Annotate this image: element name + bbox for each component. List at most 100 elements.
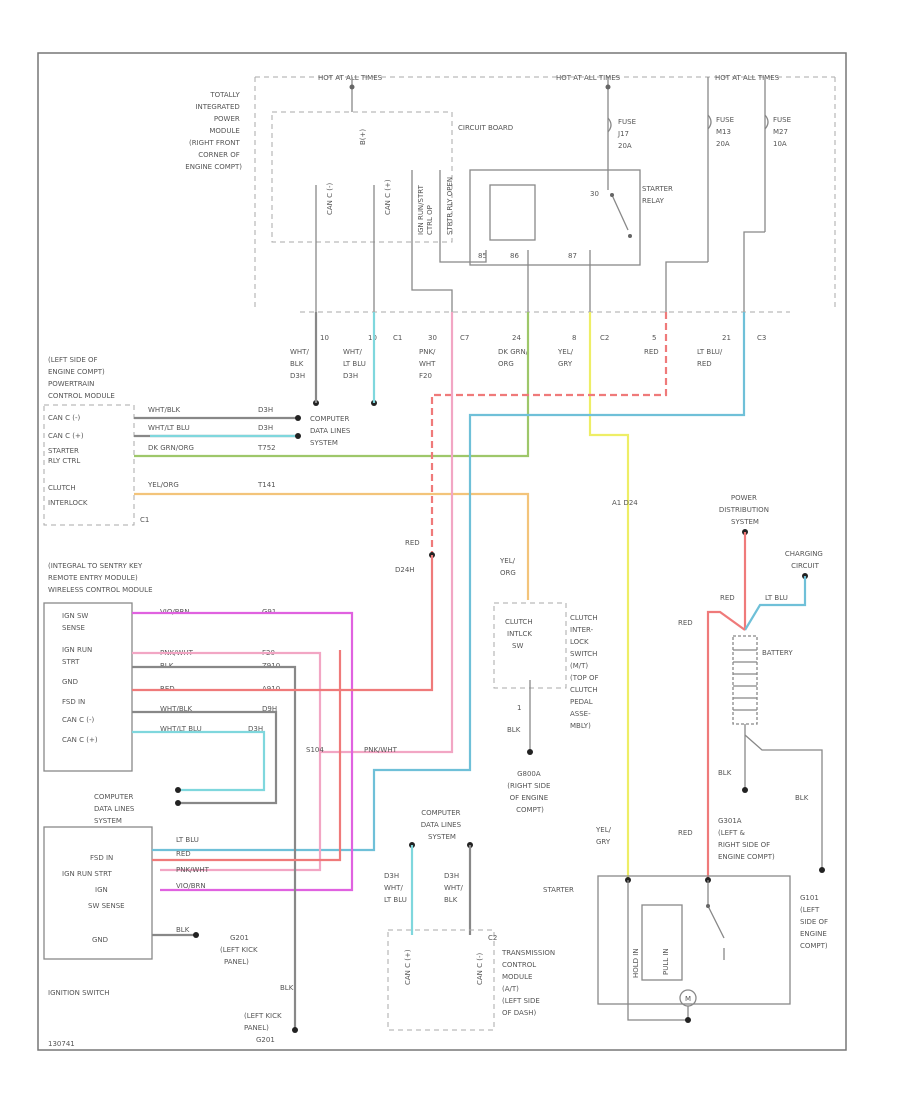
svg-text:30: 30: [590, 190, 599, 198]
svg-text:CAN C (-): CAN C (-): [326, 182, 334, 215]
svg-text:DK GRN/ORG: DK GRN/ORG: [498, 348, 529, 368]
svg-text:STRT: STRT: [62, 658, 80, 666]
svg-text:PNK/WHT: PNK/WHT: [364, 746, 398, 754]
svg-text:RED: RED: [405, 539, 420, 547]
svg-text:FSD IN: FSD IN: [62, 698, 85, 706]
svg-text:GND: GND: [62, 678, 78, 686]
svg-text:D3H: D3H: [258, 406, 273, 414]
svg-text:WHT/BLK: WHT/BLK: [160, 705, 193, 713]
svg-text:LT BLU: LT BLU: [765, 594, 788, 602]
starter-motor: YEL/GRY STARTER HOLD IN PULL IN M: [543, 826, 791, 1023]
svg-text:IGN RUN/STRT: IGN RUN/STRT: [417, 184, 425, 235]
svg-text:1: 1: [517, 704, 521, 712]
svg-text:85: 85: [478, 252, 487, 260]
svg-text:PNK/WHT: PNK/WHT: [176, 866, 210, 874]
tcm-header: COMPUTER DATA LINES SYSTEM: [421, 809, 464, 841]
svg-text:YEL/GRY: YEL/GRY: [557, 348, 574, 368]
tipm-label: TOTALLY INTEGRATED POWER MODULE (RIGHT F…: [185, 91, 242, 171]
hot-label-1: HOT AT ALL TIMES: [318, 74, 383, 82]
diagram-border: [37, 52, 847, 1051]
svg-text:HOLD IN: HOLD IN: [632, 948, 640, 978]
svg-text:WHT/LT BLU: WHT/LT BLU: [148, 424, 190, 432]
svg-text:8: 8: [572, 334, 576, 342]
svg-text:YEL/ORG: YEL/ORG: [147, 481, 179, 489]
wire-starter-relay-ctrl: [134, 312, 530, 458]
svg-text:5: 5: [652, 334, 656, 342]
svg-text:C2: C2: [600, 334, 609, 342]
svg-text:D24H: D24H: [395, 566, 415, 574]
svg-text:T141: T141: [257, 481, 276, 489]
svg-text:10: 10: [368, 334, 377, 342]
svg-text:B(+): B(+): [359, 129, 367, 145]
hot-label-3: HOT AT ALL TIMES: [715, 74, 780, 82]
svg-text:10: 10: [320, 334, 329, 342]
svg-text:STARTER: STARTER: [48, 447, 79, 455]
kick-panel-label: (LEFT KICK PANEL) G201: [244, 1012, 284, 1044]
svg-text:CAN C (-): CAN C (-): [476, 952, 484, 985]
svg-text:SENSE: SENSE: [62, 624, 85, 632]
svg-text:D3H: D3H: [248, 725, 263, 733]
wire-pnk-wht: [320, 312, 454, 754]
svg-text:CLUTCH: CLUTCH: [48, 484, 76, 492]
pcm-label: (LEFT SIDE OF ENGINE COMPT) POWERTRAIN C…: [48, 356, 115, 400]
wire-red-dashed: [430, 312, 668, 555]
svg-text:D3H: D3H: [258, 424, 273, 432]
svg-text:RLY CTRL: RLY CTRL: [48, 457, 80, 465]
g800a-label: G800A (RIGHT SIDE OF ENGINE COMPT): [507, 770, 552, 814]
wire-clutch-interlock: [134, 492, 530, 600]
starter-relay-label: STARTER RELAY: [642, 185, 675, 205]
svg-text:C7: C7: [460, 334, 469, 342]
svg-text:CAN C (-): CAN C (-): [48, 414, 81, 422]
svg-text:INTERLOCK: INTERLOCK: [48, 499, 88, 507]
svg-text:BLK: BLK: [718, 769, 732, 777]
hot-label-2: HOT AT ALL TIMES: [556, 74, 621, 82]
svg-text:86: 86: [510, 252, 519, 260]
svg-text:CAN C (-): CAN C (-): [62, 716, 95, 724]
clutch-switch-label: CLUTCH INTER- LOCK SWITCH (M/T) (TOP OF …: [570, 614, 601, 730]
svg-text:C1: C1: [393, 334, 402, 342]
svg-text:STARTER: STARTER: [543, 886, 574, 894]
svg-text:IGN: IGN: [95, 886, 108, 894]
svg-text:CAN C (+): CAN C (+): [404, 949, 412, 985]
svg-text:C1: C1: [140, 516, 149, 524]
fuse-j17-label: FUSE J17 20A: [617, 118, 638, 150]
ignition-switch-label: IGNITION SWITCH: [48, 989, 110, 997]
clutch-interlock-switch: YEL/ORG CLUTCH INTLCK SW CLUTCH INTER- L…: [493, 557, 601, 814]
circuit-board-label: CIRCUIT BOARD: [458, 124, 513, 132]
hot-at-all-times-bus: HOT AT ALL TIMES HOT AT ALL TIMES HOT AT…: [254, 74, 836, 310]
svg-text:30: 30: [428, 334, 437, 342]
svg-text:IGN RUN: IGN RUN: [62, 646, 92, 654]
svg-text:A1 D24: A1 D24: [612, 499, 638, 507]
power-distribution-label: POWER DISTRIBUTION SYSTEM: [719, 494, 771, 526]
clutch-switch-inner: CLUTCH INTLCK SW: [505, 618, 535, 650]
svg-text:S104: S104: [306, 746, 324, 754]
fuse-m27-label: FUSE M27 10A: [773, 116, 793, 148]
pcm-data-lines-label: COMPUTER DATA LINES SYSTEM: [310, 415, 353, 447]
svg-text:WHT/BLK: WHT/BLK: [148, 406, 181, 414]
tipm-module: TOTALLY INTEGRATED POWER MODULE (RIGHT F…: [185, 77, 793, 312]
svg-text:CAN C (+): CAN C (+): [384, 179, 392, 215]
svg-text:C2: C2: [488, 934, 497, 942]
svg-text:GND: GND: [92, 936, 108, 944]
svg-text:21: 21: [722, 334, 731, 342]
svg-text:BLK: BLK: [795, 794, 809, 802]
svg-text:C3: C3: [757, 334, 766, 342]
ignition-ground-label: G201 (LEFT KICK PANEL): [220, 934, 260, 966]
g301a-label: G301A (LEFT & RIGHT SIDE OF ENGINE COMPT…: [718, 817, 775, 861]
wcm-data-lines-label: COMPUTER DATA LINES SYSTEM: [94, 793, 137, 825]
battery-section: POWER DISTRIBUTION SYSTEM CHARGING CIRCU…: [678, 494, 828, 950]
svg-text:YEL/GRY: YEL/GRY: [595, 826, 612, 846]
svg-text:IGN RUN STRT: IGN RUN STRT: [62, 870, 112, 878]
svg-text:FSD IN: FSD IN: [90, 854, 113, 862]
svg-text:BATTERY: BATTERY: [762, 649, 793, 657]
wcm-label: (INTEGRAL TO SENTRY KEY REMOTE ENTRY MOD…: [48, 562, 153, 594]
svg-text:YEL/ORG: YEL/ORG: [499, 557, 516, 577]
ignition-switch: FSD IN IGN RUN STRT IGN SW SENSE GND LT …: [43, 826, 294, 1044]
svg-text:SW SENSE: SW SENSE: [88, 902, 125, 910]
